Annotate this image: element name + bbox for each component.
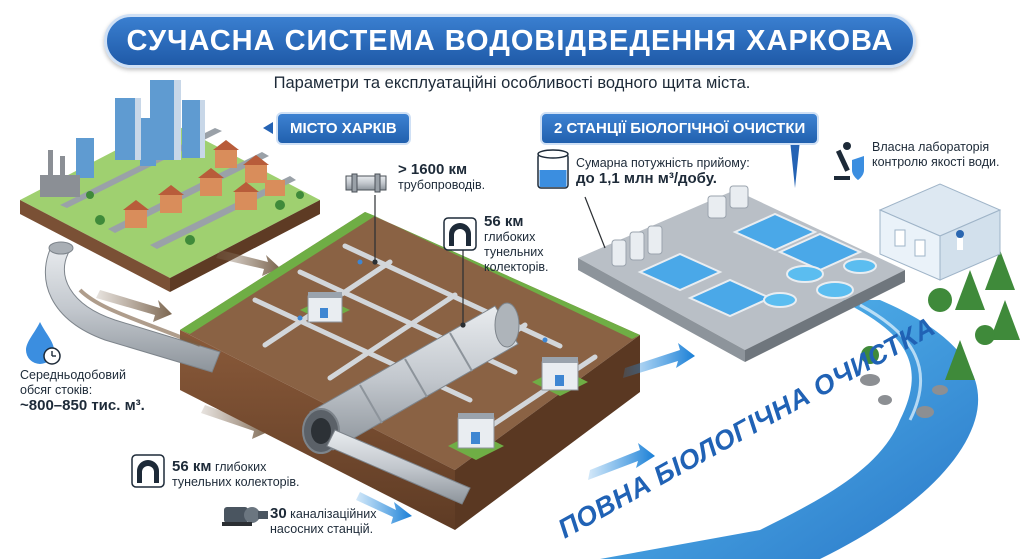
volume-stat: Середньодобовий обсяг стоків: ~800–850 т…	[20, 368, 145, 414]
underground-network	[180, 212, 640, 530]
lab-text-2: контролю якості води.	[872, 155, 1000, 169]
tunnels-top-stat: 56 км глибоких тунельних колекторів.	[484, 214, 549, 275]
water-drop-clock-icon	[26, 322, 61, 365]
city-tag: МІСТО ХАРКІВ	[276, 112, 411, 145]
pipelines-value: > 1600 км	[398, 161, 468, 178]
capacity-text: Сумарна потужність прийому:	[576, 156, 750, 170]
volume-value: ~800–850 тис. м³.	[20, 397, 145, 414]
city-tag-pointer	[263, 122, 273, 134]
tank-icon	[537, 149, 569, 189]
lab-text-1: Власна лабораторія	[872, 140, 990, 154]
stations-tag: 2 СТАНЦІЇ БІОЛОГІЧНОЇ ОЧИСТКИ	[540, 112, 820, 145]
volume-text-2: обсяг стоків:	[20, 383, 93, 397]
callout-lines	[372, 195, 606, 328]
tunnels-top-text-2: тунельних	[484, 245, 544, 259]
stations-tag-pointer	[790, 140, 800, 188]
capacity-value: до 1,1 млн м³/добу.	[576, 170, 717, 187]
microscope-shield-icon	[834, 142, 864, 180]
tunnels-bottom-value: 56 км	[172, 458, 212, 475]
capacity-stat: Сумарна потужність прийому: до 1,1 млн м…	[576, 156, 750, 187]
city-block	[20, 80, 320, 292]
pump-house-1	[300, 292, 350, 323]
tunnels-bottom-stat: 56 км глибоких тунельних колекторів.	[172, 459, 300, 490]
treatment-plant	[578, 185, 905, 362]
pump-house-3	[448, 413, 504, 460]
volume-text-1: Середньодобовий	[20, 368, 126, 382]
pipelines-stat: > 1600 км трубопроводів.	[398, 162, 485, 193]
pumps-stat: 30 каналізаційних насосних станцій.	[270, 506, 377, 537]
pumps-text-2: насосних станцій.	[270, 522, 374, 536]
tunnels-bottom-text-1: глибоких	[214, 460, 267, 474]
page-subtitle: Параметри та експлуатаційні особливості …	[273, 74, 751, 92]
pump-house-2	[532, 357, 588, 396]
pumps-text-1: каналізаційних	[290, 507, 377, 521]
tunnels-bottom-text-2: тунельних колекторів.	[172, 475, 300, 489]
lab-stat: Власна лабораторія контролю якості води.	[872, 140, 999, 170]
river	[600, 250, 1020, 559]
pipelines-text: трубопроводів.	[398, 178, 486, 192]
pipe-icon	[345, 173, 387, 193]
pump-icon	[222, 507, 268, 526]
tunnels-top-value: 56 км	[484, 213, 524, 230]
lab-building	[878, 183, 1002, 281]
title-banner: СУЧАСНА СИСТЕМА ВОДОВІДВЕДЕННЯ ХАРКОВА	[104, 14, 916, 68]
inflow-arrows	[96, 250, 280, 439]
pumps-value: 30	[270, 505, 287, 522]
inflow-pipe	[44, 241, 221, 373]
tunnel-icon-bottom	[131, 454, 165, 488]
page-title: СУЧАСНА СИСТЕМА ВОДОВІДВЕДЕННЯ ХАРКОВА	[126, 24, 894, 57]
tunnels-top-text-1: глибоких	[484, 230, 536, 244]
main-collector-pipe	[302, 302, 520, 454]
tunnel-icon-top	[443, 217, 477, 251]
tunnels-top-text-3: колекторів.	[484, 260, 549, 274]
outflow-arrows	[356, 343, 695, 524]
